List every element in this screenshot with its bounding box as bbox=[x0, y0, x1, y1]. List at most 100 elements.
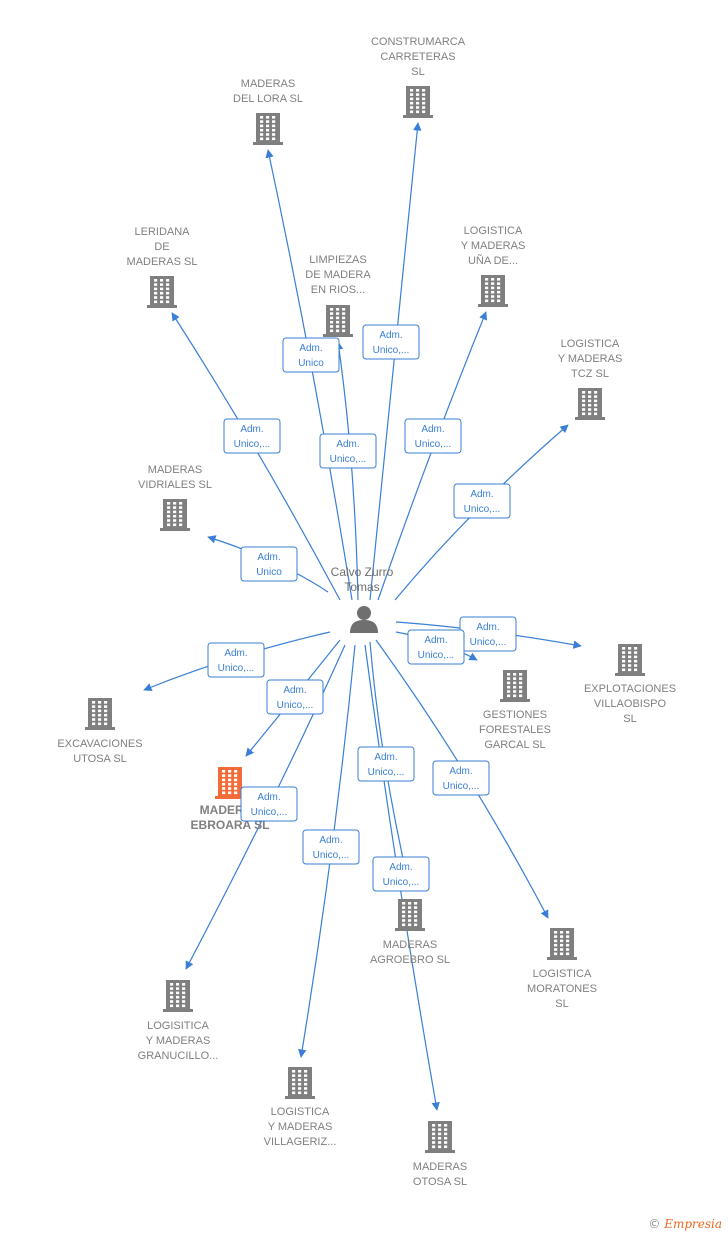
edge-label-box bbox=[407, 629, 465, 665]
edge-line-del-lora bbox=[265, 149, 353, 601]
building-icon bbox=[478, 275, 508, 307]
company-name-line-2: VIDRIALES SL bbox=[138, 479, 212, 491]
edge-label-leridana[interactable]: Adm.Unico,... bbox=[223, 418, 281, 454]
person-icon bbox=[350, 606, 378, 633]
edge-label-villaobispo[interactable]: Adm.Unico,... bbox=[459, 616, 517, 652]
edge-label-line-2: Unico,... bbox=[415, 439, 452, 450]
edge-line-construmarca bbox=[369, 122, 422, 601]
edge-label-box bbox=[223, 418, 281, 454]
edge-label-line-2: Unico,... bbox=[464, 504, 501, 515]
edge-label-line-1: Adm. bbox=[257, 792, 280, 803]
edge-label-line-2: Unico,... bbox=[234, 439, 271, 450]
edge-label-vidriales[interactable]: Adm. Unico bbox=[240, 546, 298, 582]
edge-label-box bbox=[207, 642, 265, 678]
building-icon bbox=[500, 670, 530, 702]
edge-label-agroebro[interactable]: Adm.Unico,... bbox=[357, 746, 415, 782]
brand-logo-text[interactable]: Empresia bbox=[664, 1217, 722, 1231]
building-icon bbox=[160, 499, 190, 531]
company-name-line-2: Y MADERAS bbox=[146, 1035, 211, 1047]
edge-label-box bbox=[453, 483, 511, 519]
edge-label-garcal[interactable]: Adm.Unico,... bbox=[407, 629, 465, 665]
edge-label-del-lora[interactable]: Adm.Unico bbox=[282, 337, 340, 373]
edge-label-line-2: Unico,... bbox=[251, 807, 288, 818]
edge-label-tcz[interactable]: Adm.Unico,... bbox=[453, 483, 511, 519]
building-icon bbox=[425, 1121, 455, 1153]
company-name-line-3: SL bbox=[623, 713, 636, 725]
edge-label-line-2: Unico,... bbox=[368, 767, 405, 778]
building-icon bbox=[163, 980, 193, 1012]
company-name-line-1: LOGISITICA bbox=[147, 1020, 209, 1032]
company-name-line-3: MADERAS SL bbox=[127, 256, 198, 268]
edge-label-otosa[interactable]: Adm.Unico,... bbox=[372, 856, 430, 892]
edge-label-box bbox=[240, 546, 298, 582]
company-name-line-2: UTOSA SL bbox=[73, 753, 127, 765]
edge-label-granucillo[interactable]: Adm. Unico,... bbox=[240, 786, 298, 822]
company-name-line-3: EN RIOS... bbox=[311, 284, 365, 296]
edge-label-box bbox=[372, 856, 430, 892]
building-icon bbox=[395, 899, 425, 931]
edge-label-line-2: Unico bbox=[256, 567, 282, 578]
edge-label-una[interactable]: Adm. Unico,... bbox=[404, 418, 462, 454]
edge-label-construmarca[interactable]: Adm.Unico,... bbox=[362, 324, 420, 360]
edge-label-ebroara[interactable]: Adm. Unico,... bbox=[266, 679, 324, 715]
company-name-line-1: LOGISTICA bbox=[271, 1106, 330, 1118]
footer-credit: © Empresia bbox=[648, 1217, 722, 1231]
edge-label-line-2: Unico,... bbox=[418, 650, 455, 661]
edge-label-line-2: Unico,... bbox=[277, 700, 314, 711]
company-node-otosa[interactable]: MADERAS OTOSA SL bbox=[413, 1121, 467, 1188]
company-node-granucillo[interactable]: LOGISITICA Y MADERAS GRANUCILLO... bbox=[138, 980, 219, 1062]
company-name-line-2: Y MADERAS bbox=[268, 1121, 333, 1133]
company-name-line-3: GRANUCILLO... bbox=[138, 1050, 219, 1062]
company-name-line-2: VILLAOBISPO bbox=[594, 698, 667, 710]
edge-label-line-2: Unico,... bbox=[383, 877, 420, 888]
building-icon bbox=[575, 388, 605, 420]
building-icon bbox=[323, 305, 353, 337]
edge-label-line-2: Unico,... bbox=[470, 637, 507, 648]
company-name-line-2: FORESTALES bbox=[479, 724, 551, 736]
edge-label-line-2: Unico,... bbox=[443, 781, 480, 792]
company-name-line-1: GESTIONES bbox=[483, 709, 547, 721]
company-name-line-2: AGROEBRO SL bbox=[370, 954, 450, 966]
company-name-line-2: Y MADERAS bbox=[461, 240, 526, 252]
company-name-line-2: CARRETERAS bbox=[380, 51, 455, 63]
center-name-line-2: Tomas bbox=[344, 580, 379, 594]
copyright-symbol: © bbox=[648, 1217, 661, 1231]
company-name-line-2: DE bbox=[154, 241, 169, 253]
edge-label-line-2: Unico,... bbox=[218, 663, 255, 674]
company-name-line-3: SL bbox=[555, 998, 568, 1010]
edge-label-box bbox=[282, 337, 340, 373]
company-name-line-3: SL bbox=[411, 66, 424, 78]
edge-label-utosa[interactable]: Adm.Unico,... bbox=[207, 642, 265, 678]
edge-label-line-1: Adm. bbox=[421, 424, 444, 435]
edge-label-box bbox=[362, 324, 420, 360]
edge-labels-layer: Adm.Unico,...Adm.UnicoAdm.Unico,...Adm.U… bbox=[207, 324, 517, 892]
edge-label-box bbox=[404, 418, 462, 454]
company-name-line-1: MADERAS bbox=[413, 1161, 467, 1173]
company-name-line-2: OTOSA SL bbox=[413, 1176, 467, 1188]
edge-label-villageriz[interactable]: Adm.Unico,... bbox=[302, 829, 360, 865]
edge-label-limpiezas[interactable]: Adm.Unico,... bbox=[319, 433, 377, 469]
edge-label-moratones[interactable]: Adm.Unico,... bbox=[432, 760, 490, 796]
building-icon bbox=[85, 698, 115, 730]
edge-label-line-1: Adm. bbox=[257, 552, 280, 563]
edge-label-line-2: Unico,... bbox=[373, 345, 410, 356]
edge-label-line-1: Adm. bbox=[283, 685, 306, 696]
edge-label-box bbox=[432, 760, 490, 796]
company-name-line-1: LOGISTICA bbox=[561, 338, 620, 350]
center-person[interactable]: Calvo Zurro Tomas bbox=[331, 565, 394, 633]
